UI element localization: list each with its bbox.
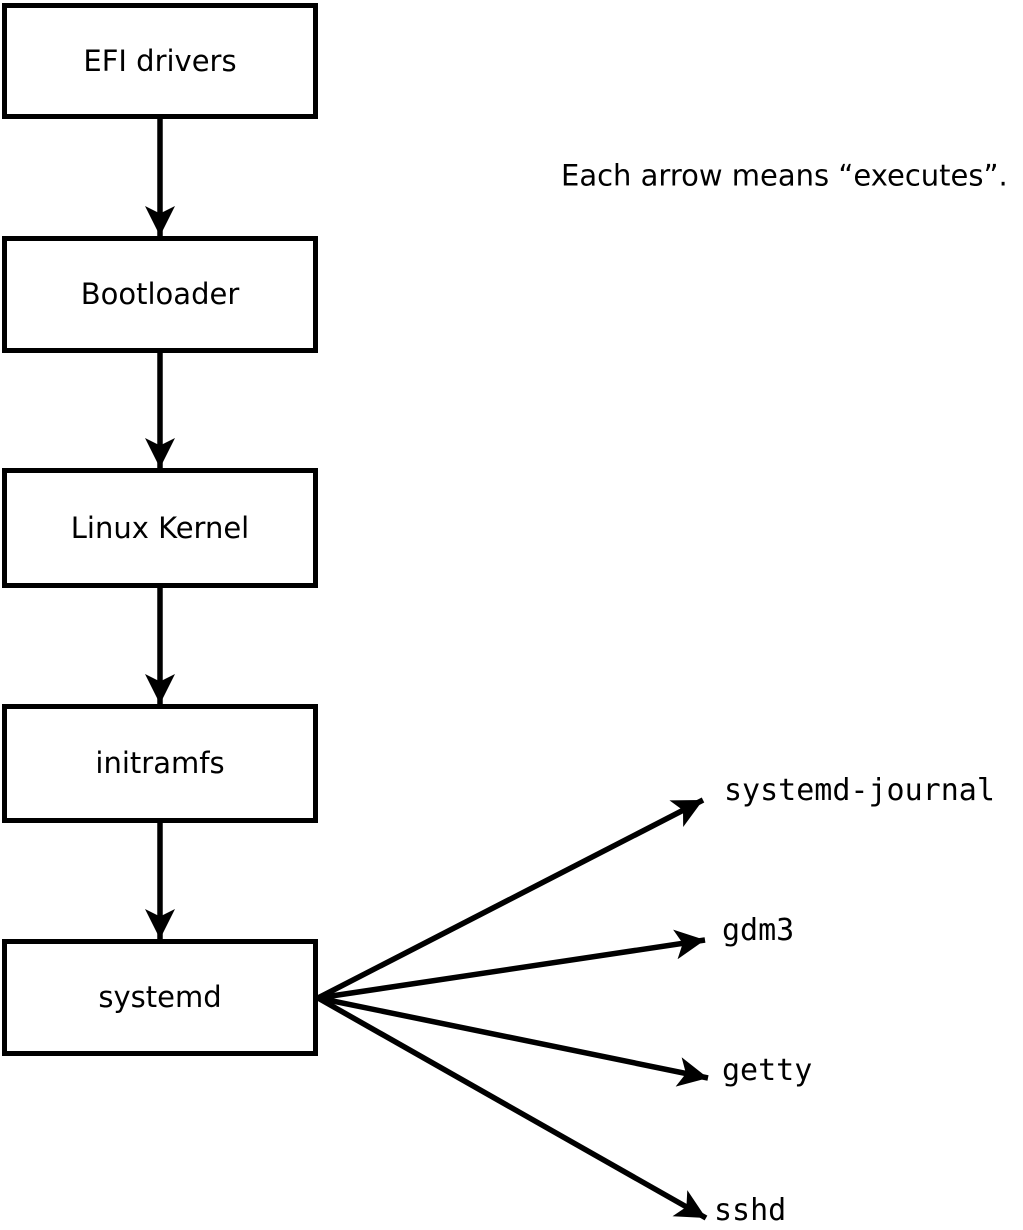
- node-systemd: systemd: [2, 939, 318, 1056]
- node-initramfs-label: initramfs: [95, 746, 225, 780]
- edge-systemd-to-journal: [316, 797, 705, 1001]
- process-label-gdm3: gdm3: [722, 913, 795, 948]
- process-label-getty: getty: [722, 1053, 813, 1088]
- node-systemd-label: systemd: [98, 980, 222, 1014]
- node-linux-kernel-label: Linux Kernel: [70, 510, 250, 545]
- node-bootloader: Bootloader: [2, 236, 318, 353]
- edge-systemd-to-getty: [317, 995, 709, 1087]
- node-bootloader-label: Bootloader: [80, 277, 240, 311]
- process-label-systemd-journal: systemd-journal: [724, 773, 995, 808]
- node-initramfs: initramfs: [2, 704, 318, 823]
- edge-systemd-to-gdm3: [317, 929, 706, 1001]
- node-efi-drivers-label: EFI drivers: [83, 43, 237, 78]
- node-linux-kernel: Linux Kernel: [2, 468, 318, 588]
- node-efi-drivers: EFI drivers: [2, 3, 318, 119]
- process-label-sshd: sshd: [714, 1193, 787, 1228]
- edge-systemd-to-sshd: [316, 995, 708, 1221]
- diagram-caption: Each arrow means “executes”.: [561, 158, 1008, 193]
